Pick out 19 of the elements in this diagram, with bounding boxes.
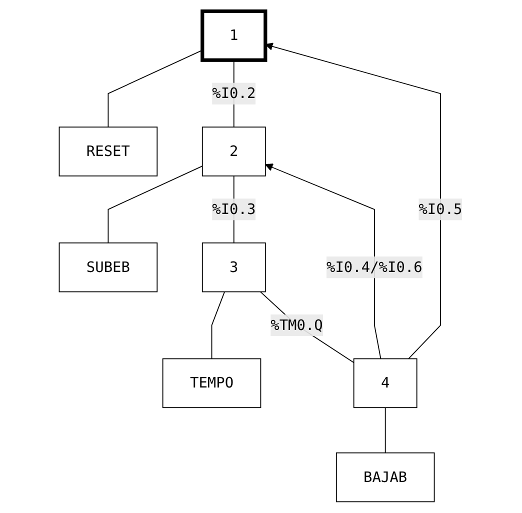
edge-label: %TM0.Q <box>270 316 324 334</box>
arrow <box>265 164 382 360</box>
connector <box>212 291 226 360</box>
edge-label: %I0.4/%I0.6 <box>326 258 423 276</box>
node-box: 1 <box>200 9 268 62</box>
node-box: RESET <box>59 126 158 176</box>
connector <box>385 407 386 454</box>
node-box: BAJAB <box>336 452 435 502</box>
edge-label: %I0.2 <box>212 84 256 102</box>
edge-label: %I0.5 <box>418 200 463 218</box>
arrow <box>265 42 442 360</box>
edge-label: %I0.3 <box>212 200 256 218</box>
node-box: 2 <box>202 126 266 176</box>
node-box: 4 <box>354 358 418 408</box>
node-box: SUBEB <box>59 242 158 292</box>
node-box: 3 <box>202 242 266 292</box>
node-box: TEMPO <box>162 358 262 408</box>
connector <box>108 166 204 244</box>
connector <box>260 291 355 364</box>
